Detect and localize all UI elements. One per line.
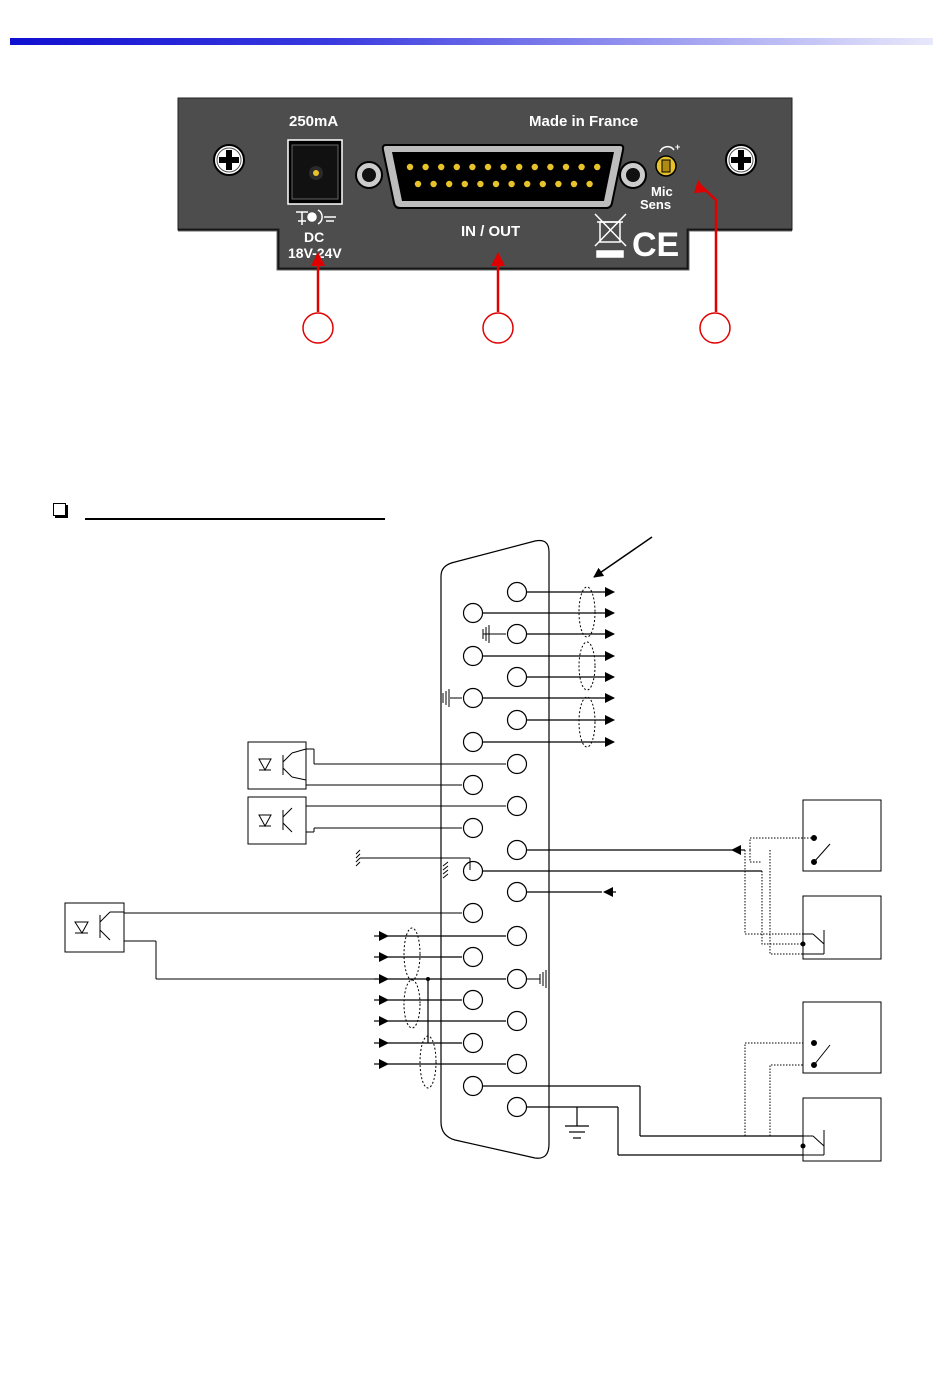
connector-pin (508, 927, 527, 946)
optocoupler-icon (65, 903, 462, 979)
switch-icon (803, 1002, 881, 1073)
connector-pin (464, 776, 483, 795)
connector-pin (508, 583, 527, 602)
switch-icon (803, 800, 881, 871)
connector-pin (464, 1034, 483, 1053)
connector-pin (508, 841, 527, 860)
switch-icon (801, 1098, 881, 1161)
connector-pin (464, 689, 483, 708)
connector-pin (508, 755, 527, 774)
connector-pin (464, 733, 483, 752)
connector-pin (508, 1098, 527, 1117)
connector-pin (508, 625, 527, 644)
connector-pin (508, 711, 527, 730)
ground-icon (565, 1107, 589, 1138)
connector-pin (508, 668, 527, 687)
connector-pin (464, 948, 483, 967)
connector-pin (508, 883, 527, 902)
connector-pin (464, 647, 483, 666)
switch-icon (801, 896, 881, 959)
connector-pin (464, 819, 483, 838)
connector-pin (464, 604, 483, 623)
db25-connector-outline (441, 540, 549, 1158)
connector-pin (464, 991, 483, 1010)
connector-pin (508, 797, 527, 816)
connector-pin (464, 1077, 483, 1096)
connector-pin (508, 970, 527, 989)
connector-pin (508, 1055, 527, 1074)
connector-pin (464, 904, 483, 923)
connector-pin (508, 1012, 527, 1031)
connector-pin (464, 862, 483, 881)
